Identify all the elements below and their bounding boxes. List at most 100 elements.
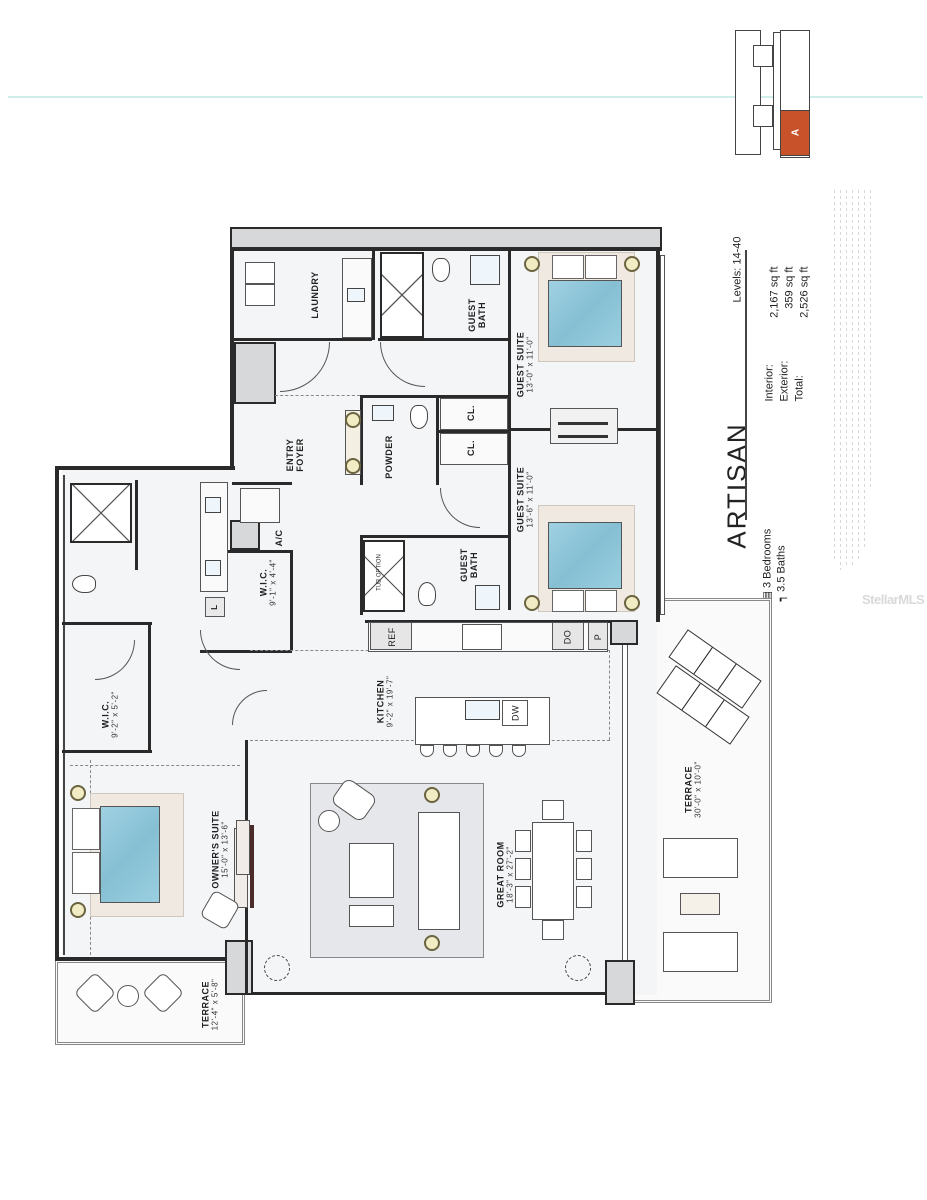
pillow: [72, 808, 100, 850]
label-pantry: P: [593, 633, 603, 641]
bed-guest-suite-1: [548, 280, 622, 347]
label-ac: A/C: [274, 529, 284, 547]
label-tub-option: TUB OPTION: [376, 554, 383, 591]
nightstand-lamp: [624, 256, 640, 272]
label-laundry: LAUNDRY: [310, 271, 320, 319]
owners-media-console: [236, 820, 250, 875]
column: [605, 960, 635, 1005]
dining-chair: [576, 830, 592, 852]
bed-guest-suite-2: [548, 522, 622, 589]
label-powder: POWDER: [384, 435, 394, 479]
closet-1: [440, 398, 508, 430]
wall-owner-left: [55, 466, 59, 961]
shower-guest-bath-1: [380, 252, 424, 338]
wall-owner-bath-divider: [135, 480, 138, 570]
label-entry-foyer: ENTRY FOYER: [285, 438, 305, 472]
label-guest-bath-2: GUEST BATH: [459, 548, 479, 582]
label-wic-2: W.I.C. 9'-2" x 5'-2": [100, 691, 120, 738]
disclaimer-text: [832, 190, 872, 570]
bar-stool: [512, 745, 526, 757]
label-great-room: GREAT ROOM 18'-3" x 27'-2": [495, 841, 515, 908]
toilet-owners-bath: [72, 575, 96, 593]
label-do: DO: [562, 629, 573, 645]
column: [230, 520, 260, 550]
outdoor-coffee-table: [680, 893, 720, 915]
sofa: [418, 812, 460, 930]
dining-chair: [576, 886, 592, 908]
label-ref: REF: [387, 627, 397, 647]
pantry: [588, 622, 608, 650]
end-table-lamp: [424, 935, 440, 951]
label-kitchen: KITCHEN 9'-2" x 19'-7": [375, 675, 395, 728]
watermark: StellarMLS: [862, 592, 925, 607]
dining-chair: [515, 886, 531, 908]
wall-top: [230, 247, 662, 251]
wall-bath1-bottom: [378, 338, 508, 341]
coffee-table: [349, 843, 394, 898]
toilet-guest-bath-2: [418, 582, 436, 606]
tv: [250, 825, 254, 870]
dryer: [245, 284, 275, 306]
wall-wic1-outer: [290, 550, 293, 650]
wall-wic2-top: [62, 622, 152, 625]
nightstand-lamp: [524, 256, 540, 272]
cooktop: [462, 624, 502, 650]
bar-stool: [420, 745, 434, 757]
label-terrace-small: TERRACE 12'-4" x 5'-8": [200, 978, 220, 1031]
label-guest-suite-2: GUEST SUITE 13'-6" x 11'-0": [515, 466, 535, 533]
side-table: [318, 810, 340, 832]
bed-owners-suite: [100, 806, 160, 903]
sink-guest-bath-2: [475, 585, 500, 610]
wall-wic1-bottom: [200, 550, 292, 553]
wall-bath2-top: [360, 535, 510, 538]
wall-laundry-bath: [372, 250, 375, 340]
toilet-powder: [410, 405, 428, 429]
tv: [558, 435, 608, 438]
keyplan-unit-a: A: [780, 110, 810, 156]
label-wic-1: W.I.C. 9'-1" x 4'-4": [258, 559, 278, 606]
owners-sink-1: [205, 497, 221, 513]
dresser: [550, 408, 618, 444]
wall-ac-closet: [232, 482, 292, 485]
pillow: [552, 590, 584, 612]
wall-bath2-left: [360, 535, 363, 615]
owners-sink-2: [205, 560, 221, 576]
plant-icon: [565, 955, 591, 981]
wall-bottom: [245, 992, 610, 995]
dining-chair: [515, 858, 531, 880]
outdoor-sofa: [663, 838, 738, 878]
top-structure-band: [230, 227, 662, 249]
dining-chair: [542, 800, 564, 820]
wall-powder-right: [436, 395, 439, 485]
dining-chair: [576, 858, 592, 880]
guide-line: [8, 96, 923, 98]
pillow: [585, 590, 617, 612]
wall-wic2-right: [148, 622, 151, 752]
outdoor-sofa: [663, 932, 738, 972]
laundry-sink: [347, 288, 365, 302]
wall-owner-left-inner: [63, 475, 65, 955]
end-table-lamp: [424, 787, 440, 803]
linen-closet: [205, 597, 225, 617]
island-sink: [465, 700, 500, 720]
label-closet-1: CL.: [466, 405, 476, 421]
column: [610, 620, 638, 645]
wall-right-upper: [656, 247, 660, 622]
terrace-side-table: [117, 985, 139, 1007]
nightstand-lamp: [624, 595, 640, 611]
dishwasher: [502, 700, 528, 726]
wall-kitchen-counter-top: [365, 620, 610, 623]
pillow: [552, 255, 584, 279]
bar-stool: [489, 745, 503, 757]
wall-powder-top: [360, 395, 510, 398]
nightstand-lamp: [524, 595, 540, 611]
wall-owner-bottom: [55, 957, 245, 961]
dashed-separator: [609, 650, 610, 740]
wall-left-upper: [230, 247, 234, 467]
label-guest-suite-1: GUEST SUITE 13'-0" x 11'-0": [515, 331, 535, 398]
double-oven: [552, 622, 584, 650]
plan-info: ARTISAN Levels: 14-40 ▤ 3 Bedrooms ┑ 3.5…: [700, 237, 830, 610]
bar-stool: [443, 745, 457, 757]
tv: [558, 422, 608, 425]
